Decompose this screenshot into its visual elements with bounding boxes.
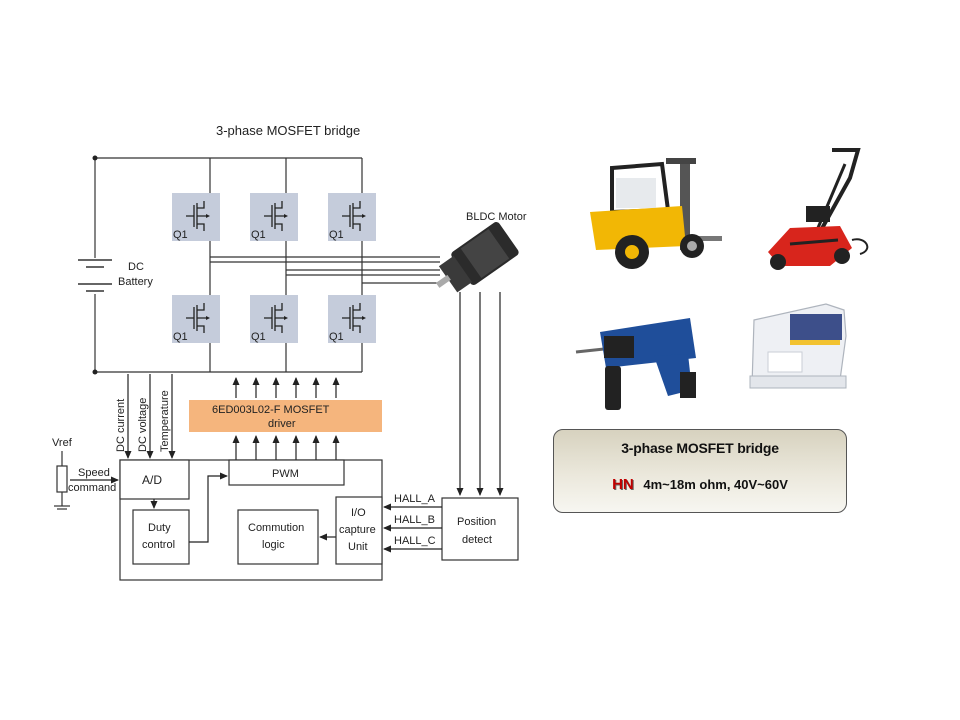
mosfet-label: Q1 [251, 229, 266, 241]
driver-label: driver [268, 418, 296, 430]
hall-label: HALL_A [394, 493, 436, 505]
commution-label: logic [262, 539, 285, 551]
commution-logic-block [237, 509, 319, 565]
sense-label: Temperature [159, 390, 171, 452]
hall-label: HALL_C [394, 535, 436, 547]
lawn-mower-icon [768, 148, 869, 270]
ad-label: A/D [142, 473, 162, 487]
spec-card-title: 3-phase MOSFET bridge [621, 440, 779, 456]
position-detect-block [441, 497, 519, 561]
ad-block [119, 459, 190, 500]
mosfet-label: Q1 [173, 331, 188, 343]
node-dot [92, 155, 98, 161]
io-capture-block [335, 496, 383, 565]
sense-label: DC voltage [137, 398, 149, 452]
bldc-motor-icon [435, 222, 519, 293]
duty-label: Duty [148, 522, 171, 534]
battery-label: Battery [118, 276, 153, 288]
bridge-title: 3-phase MOSFET bridge [216, 123, 360, 138]
speed-label: Speed [78, 467, 110, 479]
brand-label: HN [612, 476, 634, 493]
spec-row: HN 4m~18m ohm, 40V~60V [554, 476, 846, 493]
position-label: Position [457, 516, 496, 528]
potentiometer-icon [54, 451, 70, 510]
motor-label: BLDC Motor [466, 211, 527, 223]
speed-label: command [68, 482, 116, 494]
driver-label: 6ED003L02-F MOSFET [212, 404, 330, 416]
battery-icon [78, 259, 112, 292]
forklift-icon [590, 158, 722, 269]
hall-label: HALL_B [394, 514, 435, 526]
commution-label: Commution [248, 522, 304, 534]
pwm-block [228, 459, 345, 486]
sensor-lines [456, 292, 504, 496]
battery-label: DC [128, 261, 144, 273]
duty-control-block [132, 509, 190, 565]
mosfet-label: Q1 [173, 229, 188, 241]
gate-arrows [232, 377, 340, 460]
mosfet-label: Q1 [329, 331, 344, 343]
duty-to-pwm [189, 472, 228, 543]
spec-text: 4m~18m ohm, 40V~60V [643, 477, 788, 492]
hall-lines [383, 503, 442, 553]
pwm-label: PWM [272, 468, 299, 480]
spec-card: 3-phase MOSFET bridge HN 4m~18m ohm, 40V… [553, 429, 847, 513]
sense-label: DC current [115, 399, 127, 452]
sense-lines [124, 374, 176, 459]
mosfet-label: Q1 [251, 331, 266, 343]
position-label: detect [462, 534, 492, 546]
duty-label: control [142, 539, 175, 551]
io-label: I/O [351, 507, 366, 519]
io-label: capture [339, 524, 376, 536]
vref-label: Vref [52, 437, 73, 449]
sewing-machine-icon [749, 303, 847, 389]
io-label: Unit [348, 541, 368, 553]
hammer-drill-icon [575, 318, 696, 410]
mosfet-label: Q1 [329, 229, 344, 241]
node-dot [92, 369, 98, 375]
mosfet-driver [189, 400, 382, 432]
